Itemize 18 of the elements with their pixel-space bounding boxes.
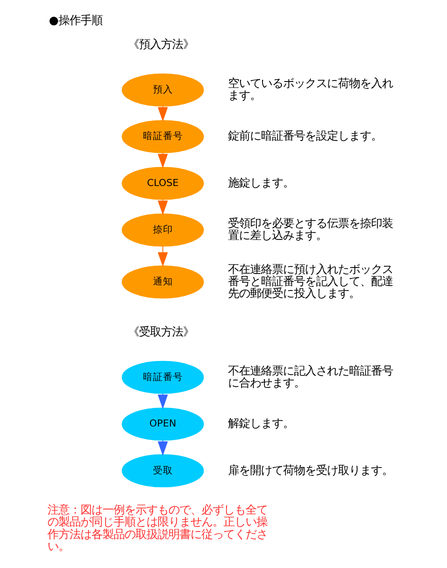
node-ellipse: 預入 bbox=[121, 73, 204, 106]
node-label: 受領印を必要とする伝票を捺印装置に差し込みます。 bbox=[228, 216, 393, 242]
node-label: 施錠します。 bbox=[228, 176, 294, 190]
label: 《受取方法》 bbox=[128, 325, 194, 338]
diagram-title: ●操作手順 bbox=[48, 14, 102, 28]
node-label: 解錠します。 bbox=[228, 417, 294, 430]
node-label: 扉を開けて荷物を受け取ります。 bbox=[228, 464, 393, 477]
node-ellipse: 受取 bbox=[121, 454, 204, 488]
node-ellipse: 捺印 bbox=[121, 214, 204, 247]
label: 注意：図は一例を示すもので、必ずしも全ての製品が同じ手順とは限りません。正しい操作方法は各製品の取扱説明書に従ってください。 bbox=[47, 504, 268, 553]
label: 《預入方法》 bbox=[128, 38, 194, 51]
node-ellipse: 暗証番号 bbox=[121, 360, 204, 394]
node-ellipse: 通知 bbox=[121, 265, 204, 298]
node-ellipse: CLOSE bbox=[121, 166, 204, 200]
node-label: 不在連絡票に記入された暗証番号に合わせます。 bbox=[228, 364, 393, 390]
node-label: 空いているボックスに荷物を入れます。 bbox=[228, 76, 393, 102]
node-label: 錠前に暗証番号を設定します。 bbox=[228, 130, 382, 143]
node-label: 不在連絡票に預け入れたボックス番号と暗証番号を記入して、配達先の郵便受に投入します。 bbox=[228, 262, 393, 300]
